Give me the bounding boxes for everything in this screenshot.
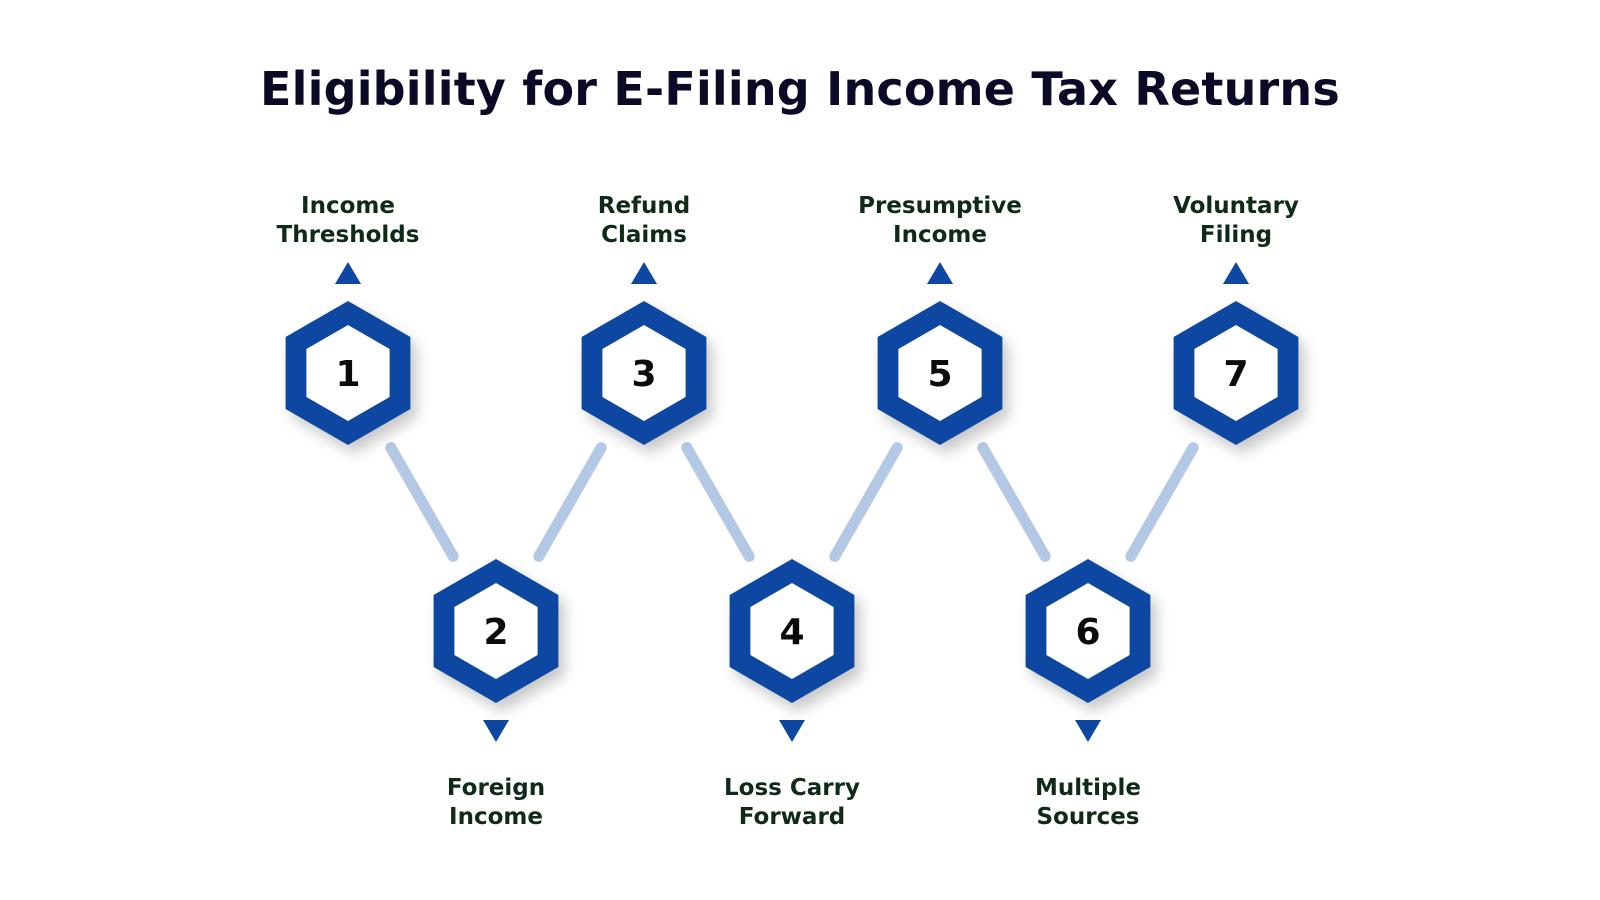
step-label-line: Filing [1199, 222, 1273, 248]
step-hexagon-1: 1 [285, 301, 411, 445]
step-label-line: Voluntary [1173, 193, 1299, 219]
step-label-line: Income [449, 804, 543, 830]
connector-line-2-3 [533, 442, 607, 562]
connector-line-3-4 [681, 442, 755, 562]
hexagon-inner-1 [306, 325, 390, 421]
step-label-line: Loss Carry [724, 775, 860, 801]
step-number: 4 [779, 612, 804, 653]
step-hexagon-4: 4 [729, 559, 855, 703]
step-number: 1 [335, 354, 360, 395]
connector-line-1-2 [385, 442, 459, 562]
step-number: 2 [483, 612, 508, 653]
arrow-down-icon-2 [483, 720, 509, 742]
step-number: 5 [927, 354, 952, 395]
step-label-line: Income [301, 193, 395, 219]
arrow-up-icon-1 [335, 262, 361, 284]
connector-lines [385, 442, 1199, 562]
step-number: 3 [631, 354, 656, 395]
page-title: Eligibility for E-Filing Income Tax Retu… [260, 62, 1340, 116]
connector-line-4-5 [829, 442, 903, 562]
connector-line-5-6 [977, 442, 1051, 562]
step-label-line: Forward [738, 804, 846, 830]
step-hexagons: 1 2 3 4 5 6 7 [285, 301, 1299, 703]
step-label-line: Multiple [1035, 775, 1141, 801]
hexagon-inner-7 [1194, 325, 1278, 421]
arrow-down-icon-6 [1075, 720, 1101, 742]
hexagon-inner-2 [454, 583, 538, 679]
arrow-down-icon-4 [779, 720, 805, 742]
step-hexagon-2: 2 [433, 559, 559, 703]
hexagon-inner-3 [602, 325, 686, 421]
step-label-line: Sources [1036, 804, 1140, 830]
step-label-line: Claims [601, 222, 687, 248]
arrow-up-icon-5 [927, 262, 953, 284]
arrow-up-icon-3 [631, 262, 657, 284]
step-hexagon-3: 3 [581, 301, 707, 445]
step-number: 7 [1223, 354, 1248, 395]
step-label-line: Thresholds [276, 222, 420, 248]
hexagon-inner-4 [750, 583, 834, 679]
pointer-arrows [335, 262, 1249, 742]
step-hexagon-7: 7 [1173, 301, 1299, 445]
hexagon-inner-6 [1046, 583, 1130, 679]
hexagon-inner-5 [898, 325, 982, 421]
step-hexagon-6: 6 [1025, 559, 1151, 703]
arrow-up-icon-7 [1223, 262, 1249, 284]
step-label-line: Presumptive [858, 193, 1022, 219]
step-label-line: Refund [597, 193, 691, 219]
connector-line-6-7 [1125, 442, 1199, 562]
step-hexagon-5: 5 [877, 301, 1003, 445]
step-label-line: Income [893, 222, 987, 248]
step-label-line: Foreign [446, 775, 546, 801]
step-number: 6 [1075, 612, 1100, 653]
